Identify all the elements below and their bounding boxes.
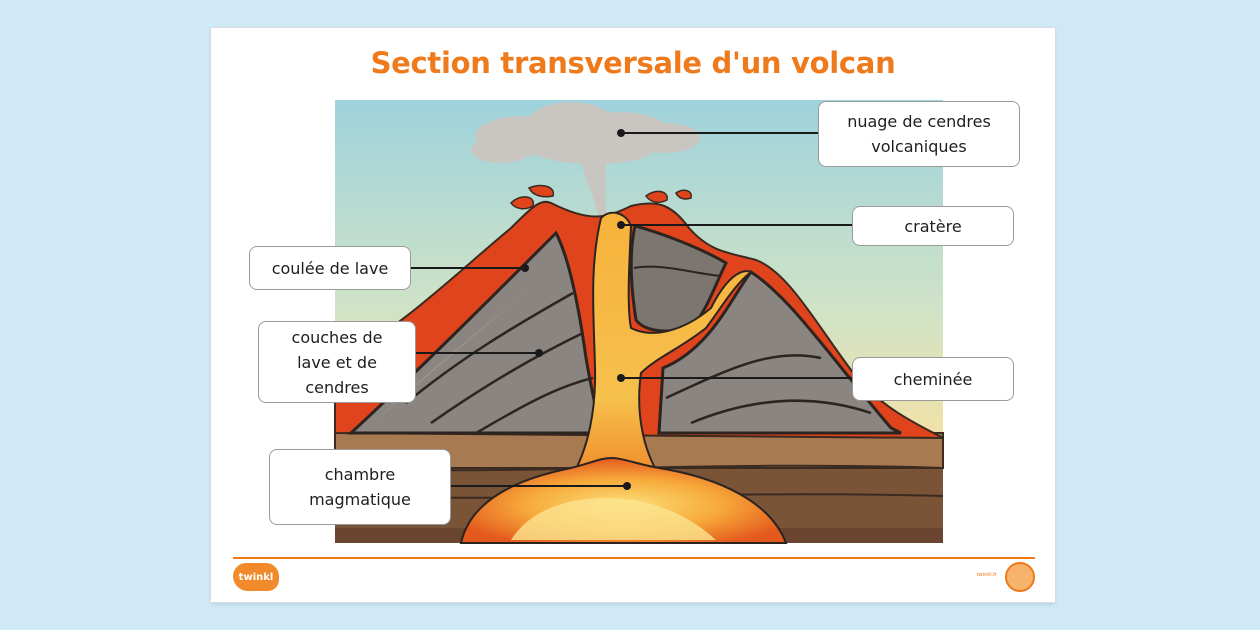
quality-badge-icon — [1005, 562, 1035, 592]
leader-lines — [411, 132, 853, 487]
worksheet-card: Section transversale d'un volcan — [211, 28, 1055, 602]
lava-conduit — [569, 211, 754, 479]
label-crater: cratère — [852, 206, 1014, 246]
label-vent: cheminée — [852, 357, 1014, 401]
label-magma-chamber: chambre magmatique — [269, 449, 451, 525]
page-title: Section transversale d'un volcan — [370, 46, 896, 80]
ash-cloud — [471, 102, 700, 218]
label-ash-cloud: nuage de cendres volcaniques — [818, 101, 1020, 167]
label-layers: couches de lave et de cendres — [258, 321, 416, 403]
footer-url: twinkl.fr — [976, 572, 997, 578]
label-lava-flow: coulée de lave — [249, 246, 411, 290]
footer-divider — [233, 557, 1035, 559]
brand-logo: twinkl — [233, 563, 279, 591]
lava-splashes — [510, 184, 692, 210]
leader-dots — [521, 129, 631, 490]
